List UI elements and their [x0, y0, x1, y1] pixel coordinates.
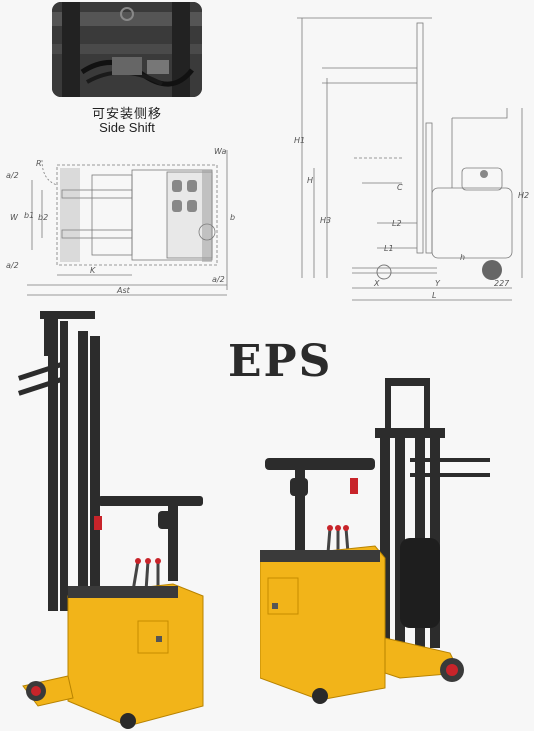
label-L2: L2	[392, 219, 402, 228]
label-Ast: Ast	[116, 286, 131, 295]
label-a2-bottom: a/2	[6, 261, 19, 270]
label-Wa: Wa	[214, 147, 226, 156]
label-h: h	[460, 253, 465, 262]
label-a2-top: a/2	[6, 171, 19, 180]
product-title: EPS	[228, 336, 333, 387]
side-shift-photo	[52, 2, 202, 97]
side-view-drawing: H1 H H3 H2 C L2 L1 X Y L 227 h	[294, 17, 529, 301]
label-C: C	[397, 183, 403, 192]
label-L: L	[432, 291, 436, 300]
top-view-drawing: R Wa W b1 b2 b K Ast a/2 a/2 a/2	[6, 147, 235, 296]
label-R: R	[36, 159, 42, 168]
label-X: X	[373, 279, 380, 288]
label-H: H	[307, 176, 313, 185]
caption-chinese: 可安装侧移	[91, 106, 162, 121]
caption-english: Side Shift	[99, 120, 155, 135]
label-K: K	[90, 266, 96, 275]
label-b1: b1	[24, 211, 34, 220]
truck-lowered-mast-illustration	[260, 378, 490, 704]
label-H3: H3	[320, 216, 331, 225]
label-b2: b2	[38, 213, 48, 222]
label-W: W	[10, 213, 19, 222]
truck-raised-mast-illustration	[17, 311, 204, 729]
label-a2-right: a/2	[212, 275, 225, 284]
label-H1: H1	[294, 136, 305, 145]
label-Y: Y	[435, 279, 441, 288]
label-227: 227	[494, 279, 510, 288]
label-L1: L1	[384, 244, 394, 253]
label-b: b	[230, 213, 235, 222]
label-H2: H2	[518, 191, 529, 200]
